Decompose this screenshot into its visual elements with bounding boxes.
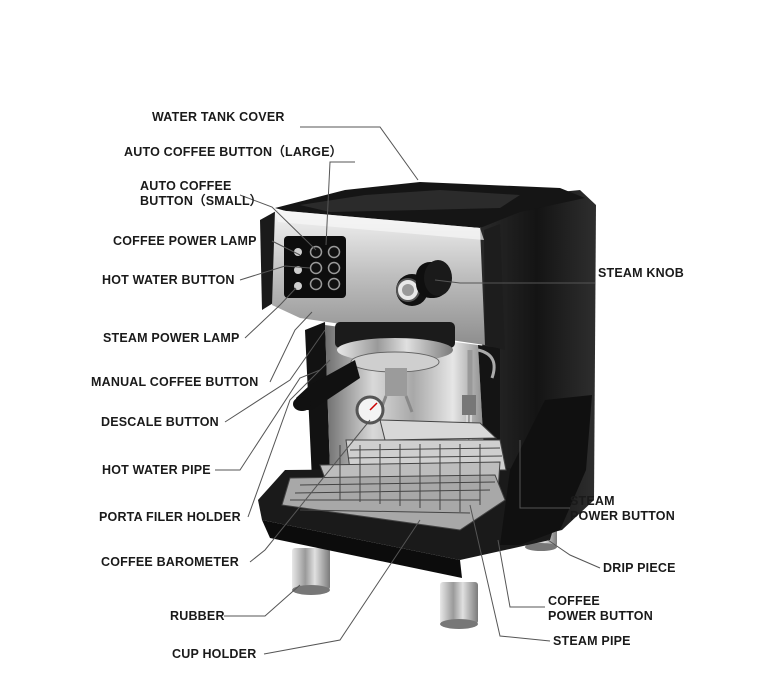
group-head [293,322,455,413]
label-cup-holder: CUP HOLDER [172,647,257,661]
label-descale-button: DESCALE BUTTON [101,415,219,429]
label-steam-power-button-line2: POWER BUTTON [570,509,675,523]
machine-feet [292,515,557,629]
label-steam-power-button-line1: STEAM [570,494,615,508]
label-porta-filer-holder: PORTA FILER HOLDER [99,510,241,524]
label-steam-power-lamp: STEAM POWER LAMP [103,331,240,345]
label-steam-pipe: STEAM PIPE [553,634,631,648]
label-coffee-power-button-line1: COFFEE [548,594,600,608]
label-hot-water-pipe: HOT WATER PIPE [102,463,211,477]
label-rubber: RUBBER [170,609,225,623]
label-auto-coffee-button-small: AUTO COFFEE BUTTON（SMALL） [140,179,263,209]
control-buttons [294,245,341,291]
steam-knob [396,260,452,306]
coffee-barometer-gauge [355,395,385,425]
label-coffee-power-lamp: COFFEE POWER LAMP [113,234,257,248]
label-auto-coffee-button-small-line2: BUTTON（SMALL） [140,194,263,208]
label-coffee-power-button-line2: POWER BUTTON [548,609,653,623]
label-steam-knob: STEAM KNOB [598,266,685,280]
label-coffee-barometer: COFFEE BAROMETER [101,555,239,569]
label-steam-power-button: STEAM POWER BUTTON [570,494,675,524]
label-auto-coffee-button-large: AUTO COFFEE BUTTON（LARGE） [124,145,343,159]
label-coffee-power-button: COFFEE POWER BUTTON [548,594,653,624]
label-water-tank-cover: WATER TANK COVER [152,110,285,124]
label-hot-water-button: HOT WATER BUTTON [102,273,235,287]
label-auto-coffee-button-small-line1: AUTO COFFEE [140,179,232,193]
cup-holder-racks [281,419,507,531]
label-manual-coffee-button: MANUAL COFFEE BUTTON [91,375,259,389]
label-drip-piece: DRIP PIECE [603,561,676,575]
leader-lines [215,126,601,655]
